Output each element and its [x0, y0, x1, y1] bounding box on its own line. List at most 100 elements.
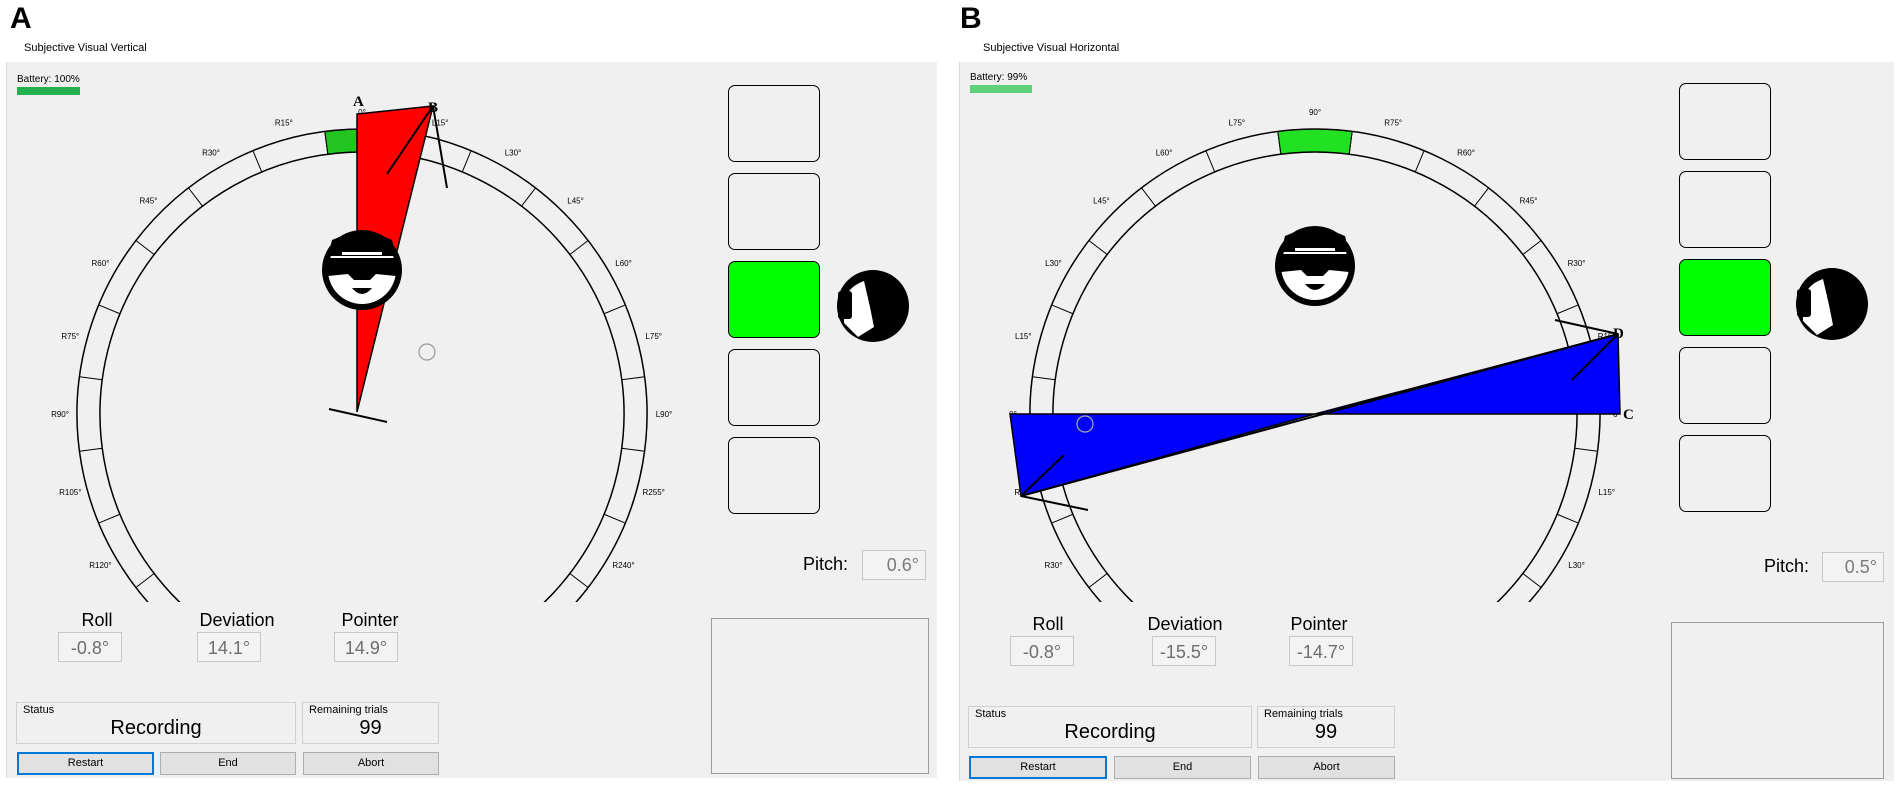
panel-a-status-group: Status Recording — [16, 702, 296, 744]
panel-b-condition-box-5[interactable] — [1679, 435, 1771, 512]
panel-b-dial-tick — [1051, 513, 1074, 524]
panel-b-dial-label-right: L30° — [1568, 561, 1585, 570]
panel-b-restart-button[interactable]: Restart — [969, 756, 1107, 779]
panel-b-dial-tick — [1574, 447, 1598, 452]
panel-a-trials-value: 99 — [359, 717, 382, 739]
panel-b-pitch-label: Pitch: — [1764, 556, 1810, 576]
panel-a-dial-label-right: R240° — [612, 561, 634, 570]
panel-a-trials-title: Remaining trials — [309, 704, 388, 716]
panel-b-marker-left-arm — [1020, 495, 1089, 511]
panel-b-dial-label-top: 90° — [1309, 108, 1321, 117]
panel-b-status-value: Recording — [1064, 721, 1156, 743]
panel-b-cursor-circle — [1076, 415, 1094, 433]
panel-b-point-c: C — [1623, 407, 1634, 423]
panel-a-dial-tick — [569, 573, 589, 588]
panel-a-window-title: Subjective Visual Vertical — [24, 42, 147, 54]
panel-a-roll-label: Roll — [81, 610, 113, 630]
panel-b-dial-tick — [1474, 187, 1489, 207]
panel-b-battery-bar — [970, 85, 1032, 93]
panel-b-abort-button[interactable]: Abort — [1258, 756, 1395, 779]
panel-a-restart-button[interactable]: Restart — [17, 752, 154, 775]
panel-b-marker-d-arm — [1554, 319, 1619, 335]
panel-a-battery-bar — [17, 87, 80, 95]
panel-a-dial-label-left: R15° — [275, 118, 293, 127]
panel-a-pointer-base — [328, 408, 388, 423]
panel-a-marker-b-arm — [432, 105, 448, 189]
panel-b-deviation-wedge-left — [1009, 413, 1316, 497]
panel-a-preview-box — [711, 618, 929, 774]
panel-a-battery-label: Battery: 100% — [17, 74, 80, 85]
panel-b-roll-label: Roll — [1032, 614, 1064, 634]
panel-b-dial-tick — [1141, 187, 1156, 207]
panel-a-trials-group: Remaining trials 99 — [302, 702, 439, 744]
panel-a-condition-box-1[interactable] — [728, 85, 820, 162]
panel-b-dial-tick — [1205, 150, 1216, 173]
panel-b-pitch-value: 0.5° — [1822, 552, 1884, 582]
panel-a-dial-tick — [98, 513, 121, 524]
panel-a-condition-box-5[interactable] — [728, 437, 820, 514]
panel-a-pointer-value: 14.9° — [334, 632, 398, 662]
panel-b-dial-label-left: R30° — [1045, 561, 1063, 570]
panel-b-status-title: Status — [975, 708, 1007, 720]
panel-b-dial-tick — [1088, 240, 1108, 255]
panel-b-dial-label-left: L75° — [1229, 118, 1246, 127]
panel-a-condition-box-3-active[interactable] — [728, 261, 820, 338]
panel-a-condition-box-4[interactable] — [728, 349, 820, 426]
panel-b-window: Battery: 99% 90°L75°L60°L45°L30°L15°0°R1… — [959, 62, 1894, 781]
panel-b-trials-value: 99 — [1314, 721, 1338, 743]
panel-b-deviation-label: Deviation — [1147, 614, 1223, 634]
panel-a-dial-tick — [603, 513, 626, 524]
panel-b-end-button[interactable]: End — [1114, 756, 1251, 779]
panel-b-condition-box-3-active[interactable] — [1679, 259, 1771, 336]
panel-a-dial-label-left: R75° — [61, 332, 79, 341]
panel-a-dial-tick — [621, 376, 645, 381]
panel-b-deviation-value: -15.5° — [1152, 636, 1216, 666]
panel-b-preview-box — [1671, 622, 1884, 779]
panel-a-dial-tick — [521, 187, 536, 207]
panel-b-dial-label-right: R45° — [1520, 196, 1538, 205]
panel-a-dial-tick — [621, 447, 645, 452]
panel-b-battery-label: Battery: 99% — [970, 72, 1028, 83]
panel-b-dial-label-left: L30° — [1045, 259, 1062, 268]
panel-a-dial-label-right: R255° — [643, 488, 665, 497]
panel-a-pitch-value: 0.6° — [862, 550, 926, 580]
panel-a-dial-tick — [98, 304, 121, 315]
panel-b-dial-ring: 90°L75°L60°L45°L30°L15°0°R15°R30°R75°R60… — [1009, 108, 1621, 602]
panel-a-cursor-circle — [418, 343, 436, 361]
panel-a-abort-button[interactable]: Abort — [303, 752, 439, 775]
panel-b-point-d: D — [1613, 326, 1624, 342]
panel-a-dial-tick — [324, 131, 329, 155]
panel-b-head-side-goggles-icon — [1796, 268, 1868, 340]
panel-a-dial-label-left: R105° — [59, 488, 81, 497]
panel-a-marker-b-arm2 — [386, 105, 434, 175]
panel-a-dial-tick — [252, 150, 263, 173]
panel-a-end-button[interactable]: End — [160, 752, 296, 775]
panel-b-dial-tick — [1522, 240, 1542, 255]
panel-a-condition-box-2[interactable] — [728, 173, 820, 250]
panel-a-dial-tick — [135, 573, 155, 588]
panel-a-deviation-label: Deviation — [199, 610, 275, 630]
panel-a-dial-tick — [135, 240, 155, 255]
panel-b-dial-label-left: L15° — [1015, 332, 1032, 341]
panel-b-dial-top-segment — [1277, 128, 1353, 155]
panel-a-point-a: A — [353, 94, 364, 110]
panel-b-condition-box-2[interactable] — [1679, 171, 1771, 248]
panel-a-dial-tick — [188, 187, 203, 207]
panel-b-dial-tick — [1522, 573, 1542, 588]
panel-a-dial-tick — [603, 304, 626, 315]
panel-b-face-front-goggles-icon — [1275, 226, 1355, 306]
panel-b-dial-label-right: R30° — [1568, 259, 1586, 268]
panel-b-dial-label-right: L15° — [1598, 488, 1615, 497]
panel-a-pointer-label: Pointer — [341, 610, 399, 630]
panel-a-dial-tick — [461, 150, 472, 173]
panel-b-condition-box-1[interactable] — [1679, 83, 1771, 160]
panel-b-trials-title: Remaining trials — [1264, 708, 1343, 720]
panel-a-dial-label-left: R90° — [51, 410, 69, 419]
panel-a-deviation-value: 14.1° — [197, 632, 261, 662]
panel-b-condition-box-4[interactable] — [1679, 347, 1771, 424]
panel-b-marker-d-arm2 — [1571, 333, 1619, 381]
panel-b-dial-label-right: R60° — [1457, 148, 1475, 157]
panel-b-dial-label-right: R75° — [1384, 118, 1402, 127]
panel-b-trials-group: Remaining trials 99 — [1257, 706, 1395, 748]
panel-b-dial-tick — [1556, 513, 1579, 524]
